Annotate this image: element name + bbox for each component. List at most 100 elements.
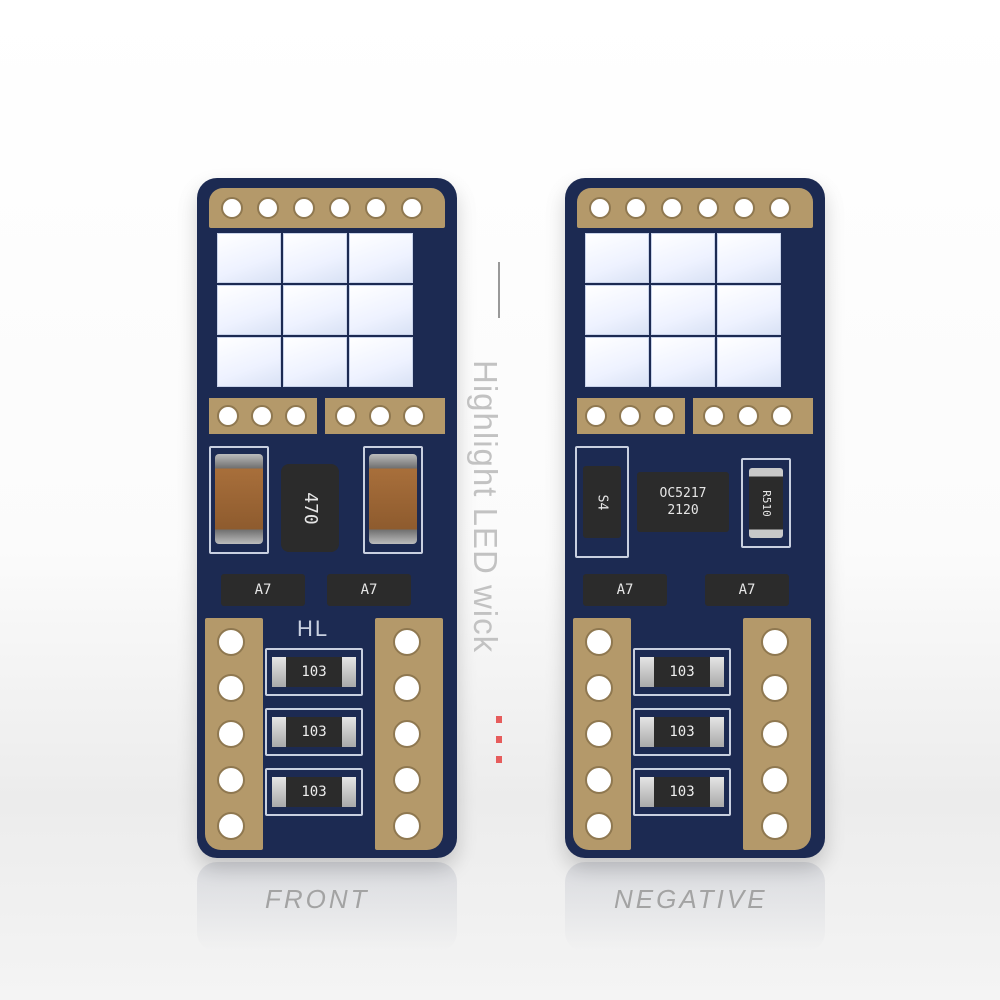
via-hole xyxy=(329,197,351,219)
side-caption: Highlight LED wick xyxy=(467,360,504,654)
via-hole xyxy=(401,197,423,219)
via-hole xyxy=(585,405,607,427)
diode: A7 xyxy=(705,574,789,606)
diode: A7 xyxy=(221,574,305,606)
via-hole xyxy=(369,405,391,427)
driver-ic: OC5217 2120 xyxy=(637,472,729,532)
capacitor-outline xyxy=(209,446,269,554)
via-hole xyxy=(733,197,755,219)
via-hole xyxy=(619,405,641,427)
transistor-label: S4 xyxy=(594,494,610,510)
resistor-label: 103 xyxy=(669,664,695,680)
via-hole xyxy=(393,812,421,840)
led-chip xyxy=(585,285,649,335)
resistor-label: 103 xyxy=(669,784,695,800)
diode-label: A7 xyxy=(360,582,378,598)
via-hole xyxy=(625,197,647,219)
via-hole xyxy=(585,720,613,748)
resistor-label: 103 xyxy=(301,664,327,680)
via-hole xyxy=(589,197,611,219)
divider-line xyxy=(498,262,500,318)
led-chip xyxy=(717,233,781,283)
back-pcb-board: S4 OC5217 2120 R510 A7 A7 103 103 103 xyxy=(565,178,825,858)
led-chip xyxy=(349,233,413,283)
tantalum-capacitor xyxy=(215,454,263,544)
led-chip xyxy=(217,337,281,387)
back-board-reflection xyxy=(565,862,825,952)
led-chip xyxy=(585,233,649,283)
smd-resistor: 103 xyxy=(272,717,356,747)
diode-label: A7 xyxy=(254,582,272,598)
via-hole xyxy=(217,812,245,840)
smd-resistor: 103 xyxy=(640,657,724,687)
led-chip xyxy=(651,337,715,387)
via-hole xyxy=(365,197,387,219)
diode-label: A7 xyxy=(616,582,634,598)
resistor-label: 103 xyxy=(301,724,327,740)
resistor-outline xyxy=(265,708,363,756)
diode: A7 xyxy=(583,574,667,606)
via-hole xyxy=(761,628,789,656)
led-chip xyxy=(217,233,281,283)
via-hole xyxy=(217,628,245,656)
smd-resistor: 103 xyxy=(640,777,724,807)
smd-resistor: 103 xyxy=(640,717,724,747)
via-hole xyxy=(221,197,243,219)
via-hole xyxy=(393,766,421,794)
resistor-label: 103 xyxy=(301,784,327,800)
led-chip xyxy=(349,285,413,335)
led-chip xyxy=(717,285,781,335)
via-hole xyxy=(761,812,789,840)
current-sense-resistor: R510 xyxy=(749,468,783,538)
led-chip xyxy=(585,337,649,387)
ic-label-line1: OC5217 xyxy=(659,486,707,501)
ic-label-line2: 2120 xyxy=(667,503,699,518)
accent-dot xyxy=(496,736,502,743)
via-hole xyxy=(585,674,613,702)
accent-dot xyxy=(496,756,502,763)
tantalum-capacitor xyxy=(369,454,417,544)
via-hole xyxy=(293,197,315,219)
accent-dot xyxy=(496,716,502,723)
resistor-outline xyxy=(265,768,363,816)
led-chip xyxy=(217,285,281,335)
transistor: S4 xyxy=(583,466,621,538)
via-hole xyxy=(217,405,239,427)
via-hole xyxy=(585,812,613,840)
diode-label: A7 xyxy=(738,582,756,598)
resistor-label: 103 xyxy=(669,724,695,740)
resistor-small-label: R510 xyxy=(759,489,773,517)
via-hole xyxy=(393,628,421,656)
resistor-outline xyxy=(633,708,731,756)
via-hole xyxy=(251,405,273,427)
front-board-reflection xyxy=(197,862,457,952)
via-hole xyxy=(771,405,793,427)
via-hole xyxy=(585,628,613,656)
via-hole xyxy=(653,405,675,427)
via-hole xyxy=(217,720,245,748)
led-chip xyxy=(283,285,347,335)
via-hole xyxy=(761,766,789,794)
resistor-outline xyxy=(633,768,731,816)
led-chip xyxy=(717,337,781,387)
led-chip xyxy=(283,233,347,283)
via-hole xyxy=(761,720,789,748)
via-hole xyxy=(217,766,245,794)
via-hole xyxy=(335,405,357,427)
led-chip xyxy=(651,285,715,335)
front-caption: FRONT xyxy=(265,884,370,914)
smd-resistor: 103 xyxy=(272,777,356,807)
resistor-outline xyxy=(265,648,363,696)
via-hole xyxy=(257,197,279,219)
via-hole xyxy=(393,720,421,748)
silkscreen-label: HL xyxy=(297,616,330,641)
via-hole xyxy=(703,405,725,427)
transistor-outline xyxy=(575,446,629,558)
via-hole xyxy=(285,405,307,427)
capacitor-outline xyxy=(363,446,423,554)
via-hole xyxy=(585,766,613,794)
front-pcb-board: 470 A7 A7 HL 103 103 103 xyxy=(197,178,457,858)
via-hole xyxy=(769,197,791,219)
via-hole xyxy=(393,674,421,702)
via-hole xyxy=(737,405,759,427)
